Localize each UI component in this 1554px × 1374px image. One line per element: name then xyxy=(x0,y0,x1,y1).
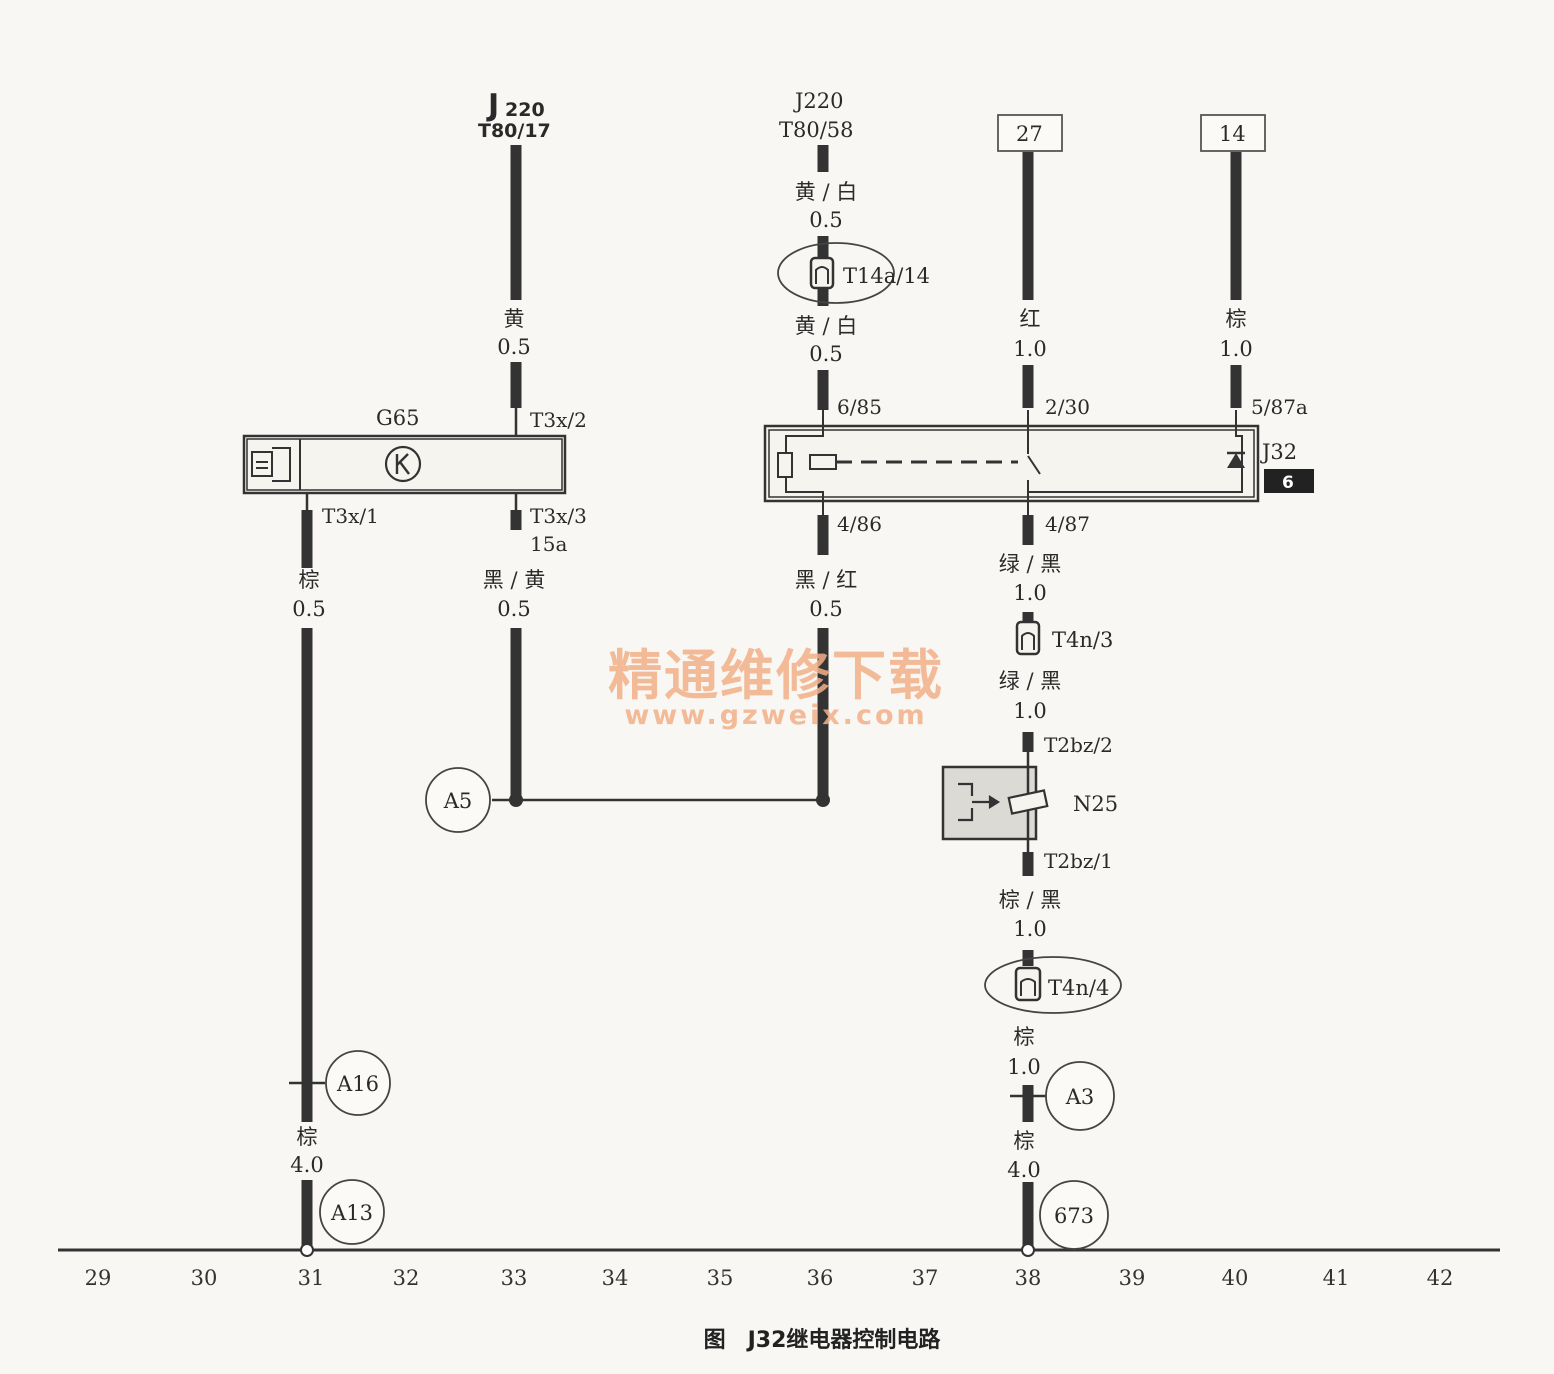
g65-k-icon xyxy=(384,445,422,483)
grid-number: 33 xyxy=(501,1266,528,1290)
junction-dot xyxy=(509,793,523,807)
terminal-14-label: 14 xyxy=(1219,122,1246,146)
watermark-url: www.gzweix.com xyxy=(624,700,927,731)
source-j220b-name: J220 xyxy=(793,89,844,113)
wire-label-size: 1.0 xyxy=(1013,337,1046,361)
wire-label-size: 4.0 xyxy=(290,1153,323,1177)
g65-box-inner xyxy=(246,438,563,491)
wire-label-color: 黄 xyxy=(504,307,525,331)
terminal-27-box xyxy=(997,114,1063,152)
wire-label-size: 4.0 xyxy=(1007,1158,1040,1182)
j32-box-inner xyxy=(768,429,1255,498)
source-j220b-pin: T80/58 xyxy=(779,118,854,142)
connector-t4n3-icon xyxy=(1015,620,1041,656)
grid-number: 31 xyxy=(298,1266,325,1290)
g65-pin-15a: 15a xyxy=(530,532,567,556)
j32-badge-label: 6 xyxy=(1282,473,1294,493)
source-j220-name: J xyxy=(486,88,499,123)
junction-dot xyxy=(816,793,830,807)
j32-pin-4-87: 4/87 xyxy=(1045,512,1090,536)
wire-label-size: 1.0 xyxy=(1013,581,1046,605)
n25-pin-t2bz2: T2bz/2 xyxy=(1044,733,1113,757)
grid-number: 41 xyxy=(1323,1266,1350,1290)
wire-label-size: 0.5 xyxy=(292,597,325,621)
source-j220-sub: 220 xyxy=(505,99,545,121)
ground-a16-icon xyxy=(325,1050,391,1116)
j32-pin-4-86: 4/86 xyxy=(837,512,882,536)
terminal-14-box xyxy=(1200,114,1266,152)
bus-node xyxy=(300,1243,314,1257)
watermark-title: 精通维修下载 xyxy=(608,644,944,707)
wire-label-size: 0.5 xyxy=(809,208,842,232)
wire-label-color: 棕 xyxy=(299,568,320,592)
ground-673-icon xyxy=(1039,1180,1109,1250)
figure-caption: 图 J32继电器控制电路 xyxy=(704,1327,942,1353)
ground-a16: A16 xyxy=(336,1072,379,1096)
terminal-27-label: 27 xyxy=(1016,122,1043,146)
g65-pin-t3x1: T3x/1 xyxy=(322,504,379,528)
j32-pin-6-85: 6/85 xyxy=(837,395,882,419)
wire-label-color: 红 xyxy=(1020,307,1041,331)
grid-number: 35 xyxy=(707,1266,734,1290)
source-j220-pin: T80/17 xyxy=(478,120,551,142)
grid-number: 30 xyxy=(191,1266,218,1290)
connector-t4n4-icon xyxy=(984,956,1122,1014)
n25-pin-t2bz1: T2bz/1 xyxy=(1044,849,1113,873)
ground-673: 673 xyxy=(1054,1204,1094,1228)
wire-label-color: 黄 / 白 xyxy=(795,180,857,204)
j32-inner-circuit xyxy=(777,410,1243,515)
grid-number: 32 xyxy=(393,1266,420,1290)
j32-pin-2-30: 2/30 xyxy=(1045,395,1090,419)
g65-sensor-icon xyxy=(251,447,291,482)
ground-a3: A3 xyxy=(1065,1085,1095,1109)
grid-number: 37 xyxy=(912,1266,939,1290)
ground-a5-icon xyxy=(425,767,491,833)
wire-label-color: 棕 xyxy=(1014,1025,1035,1049)
n25-valve-icon xyxy=(958,782,1049,822)
bus-node xyxy=(1021,1243,1035,1257)
ground-a13-icon xyxy=(319,1179,385,1245)
grid-number: 29 xyxy=(85,1266,112,1290)
wire-label-size: 0.5 xyxy=(497,597,530,621)
g65-name: G65 xyxy=(376,406,420,430)
wire-label-color: 黄 / 白 xyxy=(795,314,857,338)
grid-number: 42 xyxy=(1427,1266,1454,1290)
g65-pin-t3x3: T3x/3 xyxy=(530,504,587,528)
wire-label-size: 1.0 xyxy=(1013,699,1046,723)
wire-label-color: 绿 / 黑 xyxy=(999,552,1061,576)
wire-label-color: 绿 / 黑 xyxy=(999,669,1061,693)
wire-label-size: 0.5 xyxy=(809,342,842,366)
grid-number: 40 xyxy=(1222,1266,1249,1290)
wire-label-size: 0.5 xyxy=(497,335,530,359)
connector-t4n3: T4n/3 xyxy=(1052,628,1113,652)
connector-t14a: T14a/14 xyxy=(843,264,930,288)
grid-number: 36 xyxy=(807,1266,834,1290)
j32-pin-5-87a: 5/87a xyxy=(1251,395,1308,419)
j32-badge xyxy=(1264,469,1314,493)
wire-label-color: 棕 xyxy=(1014,1129,1035,1153)
ground-a13: A13 xyxy=(330,1201,373,1225)
ground-a5: A5 xyxy=(443,789,473,813)
wire-label-color: 棕 / 黑 xyxy=(999,888,1061,912)
wire-label-size: 1.0 xyxy=(1013,917,1046,941)
wire-label-size: 1.0 xyxy=(1007,1055,1040,1079)
wire-label-size: 0.5 xyxy=(809,597,842,621)
grid-number: 34 xyxy=(602,1266,629,1290)
ground-a3-icon xyxy=(1045,1061,1115,1131)
wire-label-color: 黑 / 红 xyxy=(795,568,857,592)
wire-label-color: 棕 xyxy=(297,1125,318,1149)
j32-name: J32 xyxy=(1260,440,1297,464)
wire-label-size: 1.0 xyxy=(1219,337,1252,361)
g65-pin-t3x2: T3x/2 xyxy=(530,408,587,432)
n25-name: N25 xyxy=(1073,792,1118,816)
j32-diode-icon xyxy=(1227,451,1245,468)
wire-label-color: 棕 xyxy=(1226,307,1247,331)
connector-t14a-icon xyxy=(777,242,895,304)
grid-number: 39 xyxy=(1119,1266,1146,1290)
grid-number: 38 xyxy=(1015,1266,1042,1290)
connector-t4n4: T4n/4 xyxy=(1048,976,1109,1000)
wire-label-color: 黑 / 黄 xyxy=(483,568,545,592)
